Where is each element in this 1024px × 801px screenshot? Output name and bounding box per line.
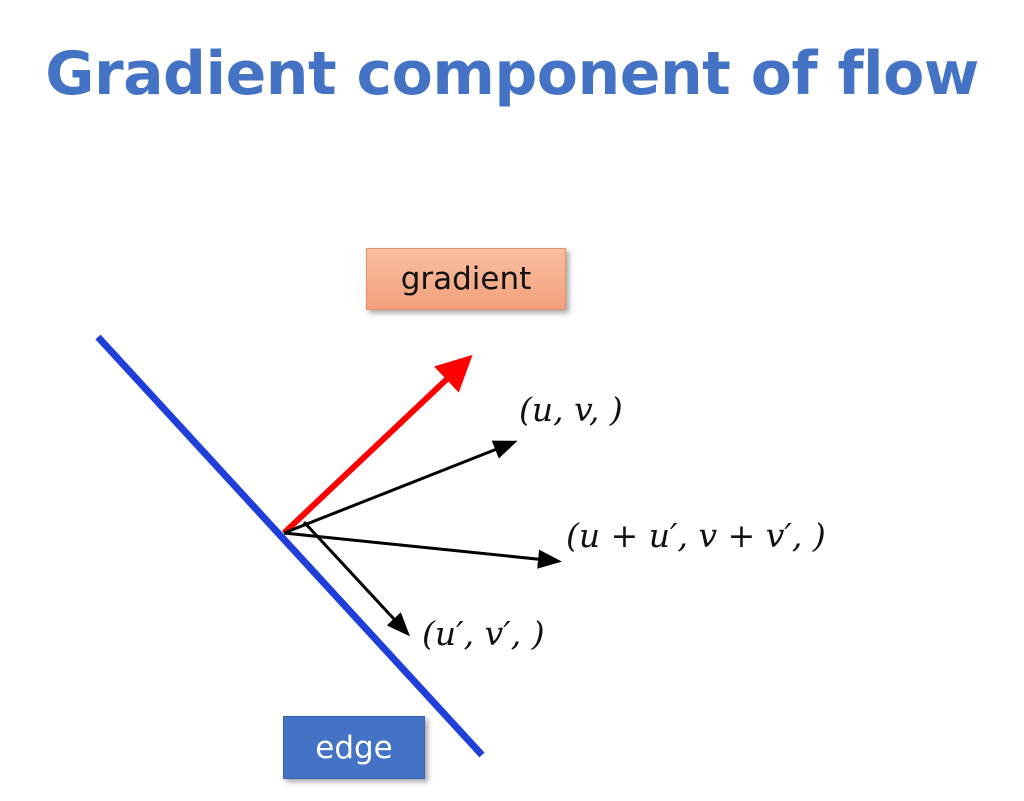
gradient-label-box: gradient [366, 248, 566, 310]
gradient-arrow [281, 354, 473, 536]
flow-vector-arrow [283, 440, 518, 535]
edge-label-box: edge [283, 716, 425, 779]
edge-line [95, 334, 485, 758]
slide-title: Gradient component of flow [45, 39, 979, 109]
sum-vector-label: (u + u′, v + v′, ) [566, 516, 826, 555]
sum-vector-arrow [283, 531, 562, 569]
flow-vector-label: (u, v, ) [519, 390, 623, 429]
normal-vector-label: (u′, v′, ) [422, 614, 545, 653]
normal-vector-arrow [302, 520, 411, 637]
